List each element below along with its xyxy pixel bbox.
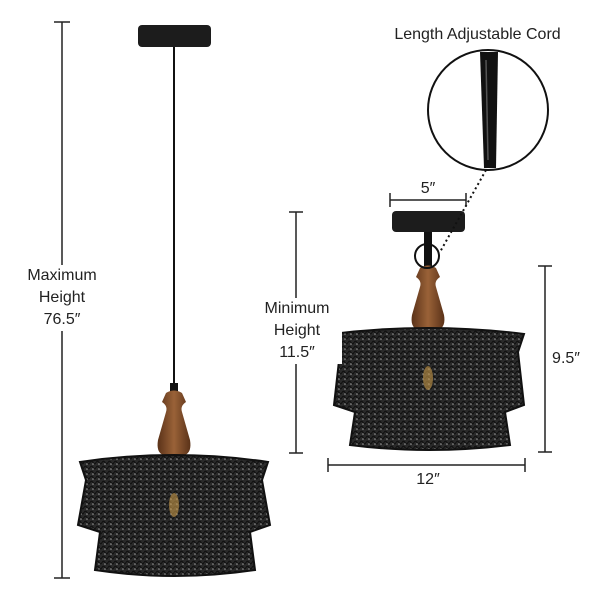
callout-dotted-line xyxy=(439,169,487,253)
cord-detail-zoom xyxy=(414,49,549,269)
wood-finial xyxy=(411,265,445,330)
left-pendant-lamp xyxy=(76,25,272,577)
canopy xyxy=(138,25,211,47)
max-height-line2: Height xyxy=(38,289,86,306)
max-height-line1: Maximum xyxy=(27,267,97,284)
shade-width-label: 12″ xyxy=(408,469,448,491)
min-height-line2: Height xyxy=(273,322,321,339)
canopy-width-label: 5″ xyxy=(420,180,436,197)
cord-title-label: Length Adjustable Cord xyxy=(370,24,585,46)
shade-height-label: 9.5″ xyxy=(546,348,586,370)
min-height-line1: Minimum xyxy=(264,300,330,317)
detail-callout-circle xyxy=(414,243,440,269)
bulb xyxy=(423,366,433,390)
canopy xyxy=(392,211,465,232)
max-height-value: 76.5″ xyxy=(43,311,81,328)
min-height-value: 11.5″ xyxy=(279,344,315,361)
min-height-label: Minimum Height 11.5″ xyxy=(252,298,342,364)
bulb xyxy=(169,493,179,517)
right-pendant-lamp xyxy=(330,211,526,451)
wood-finial xyxy=(157,390,191,455)
max-height-label: Maximum Height 76.5″ xyxy=(12,265,112,331)
